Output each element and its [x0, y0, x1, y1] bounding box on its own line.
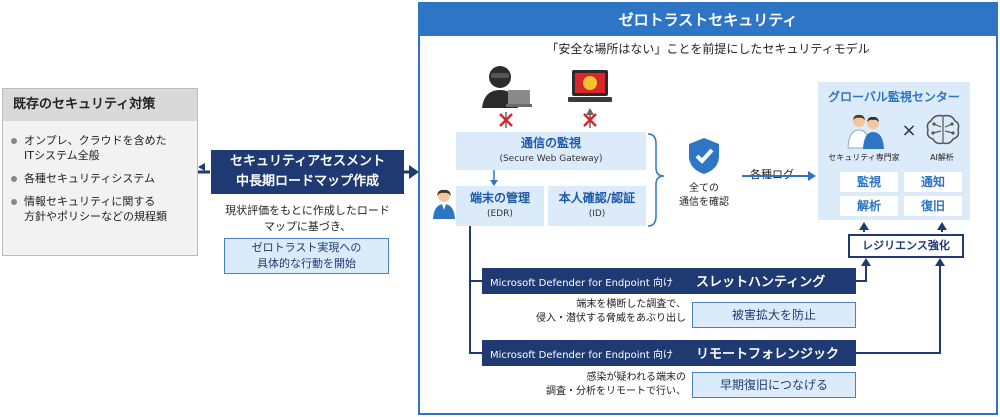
remote-forensics-description: 感染が疑われる端末の 調査・分析をリモートで行い、	[546, 372, 686, 397]
arrow-head	[861, 258, 871, 266]
verify-all-traffic-text: 全ての 通信を確認	[679, 183, 729, 208]
arrow-head	[586, 108, 594, 115]
monitoring-tag: 監視	[840, 172, 898, 192]
logs-label: 各種ログ	[750, 168, 794, 181]
bracket-line	[647, 133, 665, 227]
resilience-box: レジリエンス強化	[848, 234, 964, 258]
recovery-tag: 復旧	[904, 196, 962, 216]
security-experts-icon	[847, 114, 884, 149]
zero-trust-panel: ゼロトラストセキュリティ 「安全な場所はない」ことを前提にしたセキュリティモデル…	[418, 2, 998, 415]
threat-hunting-description: 端末を横断した調査で、 侵入・潜伏する脅威をあぶり出し	[536, 299, 686, 324]
global-monitoring-center: グローバル監視センター × セキュリティ専門家 AI解析 監視 通知 解析 復旧	[818, 82, 970, 220]
arrow-head	[935, 258, 945, 266]
identity-verification-box: 本人確認/認証 (ID)	[548, 186, 646, 226]
threat-hunting-name: スレットハンティング	[696, 275, 826, 290]
remote-forensics-product: Microsoft Defender for Endpoint 向け	[490, 350, 673, 361]
user-icon	[433, 189, 455, 219]
connector-line	[469, 226, 482, 354]
arrow-head	[198, 163, 205, 171]
block-x-icon	[499, 113, 513, 127]
ai-analysis-label: AI解析	[930, 153, 954, 162]
arrow-head	[859, 222, 869, 230]
infected-laptop-icon	[568, 70, 612, 102]
threat-hunting-result: 被害拡大を防止	[692, 302, 856, 328]
zero-trust-connectors	[469, 108, 947, 354]
connector-line	[856, 262, 941, 354]
communication-monitoring-box: 通信の監視 (Secure Web Gateway)	[456, 132, 646, 170]
list-item: 情報セキュリティに関する方針やポリシーなどの規程類	[11, 194, 195, 224]
zero-trust-subtitle: 「安全な場所はない」ことを前提にしたセキュリティモデル	[546, 42, 870, 56]
list-item: 各種セキュリティシステム	[11, 171, 195, 186]
device-management-box: 端末の管理 (EDR)	[456, 186, 544, 226]
existing-measures-title: 既存のセキュリティ対策	[3, 89, 197, 121]
remote-forensics-name: リモートフォレンジック	[696, 347, 840, 362]
security-expert-label: セキュリティ専門家	[828, 153, 900, 162]
assessment-title-line2: 中長期ロードマップ作成	[235, 174, 379, 189]
assessment-title-line1: セキュリティアセスメント	[230, 154, 385, 169]
zero-trust-title: ゼロトラストセキュリティ	[420, 4, 996, 36]
times-sign: ×	[901, 120, 917, 141]
arrow-head	[409, 165, 419, 179]
assessment-box: セキュリティアセスメント 中長期ロードマップ作成	[211, 150, 404, 194]
zero-trust-action-box: ゼロトラスト実現への 具体的な行動を開始	[224, 238, 389, 274]
shield-icon	[689, 138, 719, 174]
remote-forensics-result: 早期復旧につなげる	[692, 372, 856, 398]
hacker-icon	[482, 66, 532, 108]
analysis-tag: 解析	[840, 196, 898, 216]
global-monitoring-center-title: グローバル監視センター	[828, 90, 960, 104]
threat-hunting-bar: Microsoft Defender for Endpoint 向け スレットハ…	[482, 268, 856, 294]
arrow-head	[937, 222, 947, 230]
arrow-head	[490, 180, 498, 186]
ai-brain-icon	[926, 114, 960, 145]
threat-hunting-product: Microsoft Defender for Endpoint 向け	[490, 278, 673, 289]
remote-forensics-bar: Microsoft Defender for Endpoint 向け リモートフ…	[482, 340, 856, 366]
assessment-description: 現状評価をもとに作成したロード マップに基づき、	[225, 204, 390, 233]
connector-line	[856, 262, 867, 282]
notification-tag: 通知	[904, 172, 962, 192]
block-x-icon	[583, 113, 597, 127]
arrow-head	[808, 171, 816, 181]
